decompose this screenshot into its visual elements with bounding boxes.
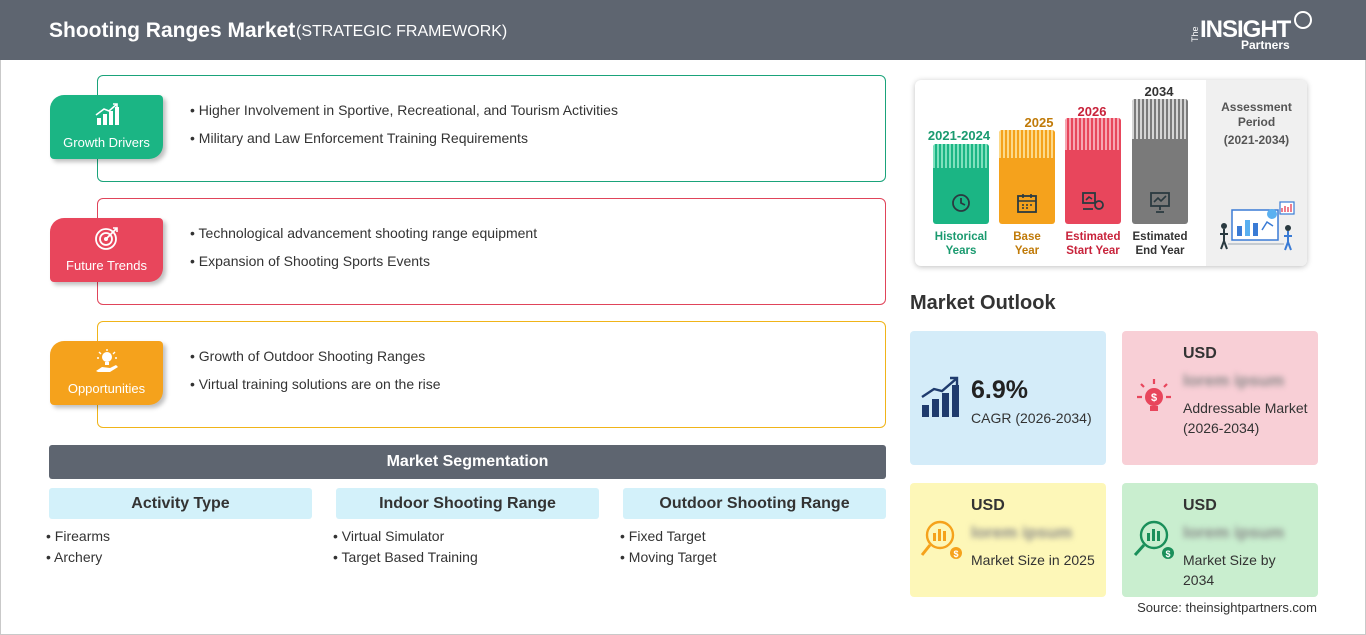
future-trends-card: Technological advancement shooting range…	[97, 198, 886, 305]
opportunities-label: Opportunities	[67, 381, 146, 396]
header-bar: Shooting Ranges Market (STRATEGIC FRAMEW…	[0, 0, 1366, 60]
magnifier-chart-icon: $	[920, 520, 962, 559]
timeline-bar-start	[1065, 118, 1121, 224]
segment-header: Outdoor Shooting Range	[623, 488, 886, 519]
market-size-2034-box: $ USD lorem ipsum Market Size by 2034	[1122, 483, 1318, 597]
list-item: Growth of Outdoor Shooting Ranges	[190, 342, 441, 370]
list-item: Fixed Target	[620, 526, 886, 547]
logo-ring-icon	[1294, 11, 1312, 29]
list-item: Moving Target	[620, 547, 886, 568]
timeline-bar-end	[1132, 99, 1188, 224]
list-item: Expansion of Shooting Sports Events	[190, 247, 537, 275]
timeline-year-start: 2026	[1077, 104, 1107, 119]
timeline-year-end: 2034	[1144, 84, 1174, 99]
assessment-range: (2021-2034)	[1223, 133, 1290, 147]
future-trends-list: Technological advancement shooting range…	[190, 219, 538, 275]
timeline-bar-historical	[933, 144, 989, 224]
timeline-bar-base	[999, 130, 1055, 224]
page-subtitle: (STRATEGIC FRAMEWORK)	[296, 23, 508, 40]
size-2034-label: Market Size by 2034	[1183, 552, 1276, 588]
addressable-label: Addressable Market (2026-2034)	[1183, 400, 1308, 436]
segment-header: Indoor Shooting Range	[336, 488, 599, 519]
addressable-currency: USD	[1183, 345, 1217, 362]
future-trends-tag: Future Trends	[50, 218, 163, 282]
future-trends-label: Future Trends	[66, 258, 147, 273]
growth-drivers-card: Higher Involvement in Sportive, Recreati…	[97, 75, 886, 182]
opportunities-card: Growth of Outdoor Shooting Ranges Virtua…	[97, 321, 886, 428]
addressable-value-redacted: lorem ipsum	[1183, 371, 1285, 390]
addressable-market-box: $ USD lorem ipsum Addressable Market (20…	[1122, 331, 1318, 465]
segment-outdoor-shooting-range: Outdoor Shooting Range Fixed Target Movi…	[623, 488, 886, 568]
logo-the: The	[1190, 26, 1200, 42]
list-item: Higher Involvement in Sportive, Recreati…	[190, 96, 618, 124]
list-item: Military and Law Enforcement Training Re…	[190, 124, 618, 152]
cagr-value: 6.9%	[971, 376, 1028, 404]
list-item: Technological advancement shooting range…	[190, 219, 538, 247]
idea-dollar-icon: $	[1137, 379, 1171, 411]
list-item: Virtual Simulator	[333, 526, 599, 547]
calendar-icon	[1017, 194, 1037, 213]
presentation-icon	[1150, 192, 1170, 213]
segment-list: Fixed Target Moving Target	[623, 526, 886, 568]
size-2034-currency: USD	[1183, 497, 1217, 514]
segment-activity-type: Activity Type Firearms Archery	[49, 488, 312, 568]
size-2025-label: Market Size in 2025	[971, 552, 1095, 568]
assessment-title: Assessment Period	[1221, 100, 1292, 129]
cagr-label: CAGR (2026-2034)	[971, 410, 1092, 426]
analytics-illustration-icon	[1220, 201, 1295, 251]
lightbulb-hand-icon	[96, 349, 118, 372]
segment-indoor-shooting-range: Indoor Shooting Range Virtual Simulator …	[336, 488, 599, 568]
cagr-box: 6.9% CAGR (2026-2034)	[910, 331, 1106, 465]
list-item: Virtual training solutions are on the ri…	[190, 370, 441, 398]
segment-list: Firearms Archery	[49, 526, 312, 568]
list-item: Target Based Training	[333, 547, 599, 568]
list-item: Firearms	[46, 526, 312, 547]
logo-partners: Partners	[1241, 38, 1290, 52]
timeline-year-base: 2025	[1024, 115, 1054, 130]
svg-text:$: $	[953, 549, 958, 559]
growth-bars-icon	[921, 376, 959, 417]
size-2034-value-redacted: lorem ipsum	[1183, 523, 1285, 542]
start-chart-icon	[1082, 192, 1104, 210]
timeline-year-historical: 2021-2024	[927, 128, 991, 143]
opportunities-list: Growth of Outdoor Shooting Ranges Virtua…	[190, 342, 441, 398]
svg-text:$: $	[1165, 549, 1170, 559]
opportunities-tag: Opportunities	[50, 341, 163, 405]
market-size-2025-box: $ USD lorem ipsum Market Size in 2025	[910, 483, 1106, 597]
segment-header: Activity Type	[49, 488, 312, 519]
svg-text:$: $	[1151, 392, 1157, 404]
list-item: Archery	[46, 547, 312, 568]
page-title: Shooting Ranges Market	[49, 19, 296, 42]
growth-drivers-list: Higher Involvement in Sportive, Recreati…	[190, 96, 618, 152]
growth-drivers-tag: Growth Drivers	[50, 95, 163, 159]
growth-drivers-label: Growth Drivers	[63, 135, 150, 150]
target-icon	[95, 227, 118, 250]
logo-insight: INSIGHT	[1200, 16, 1291, 43]
insight-partners-logo: The INSIGHT Partners	[1188, 10, 1318, 54]
market-outlook-title: Market Outlook	[910, 292, 1056, 314]
size-2025-value-redacted: lorem ipsum	[971, 523, 1073, 542]
segment-list: Virtual Simulator Target Based Training	[336, 526, 599, 568]
market-segmentation-title: Market Segmentation	[49, 445, 886, 479]
size-2025-currency: USD	[971, 497, 1005, 514]
source-link[interactable]: Source: theinsightpartners.com	[1137, 600, 1317, 615]
assessment-period: Assessment Period (2021-2034)	[1206, 80, 1307, 266]
magnifier-chart-icon: $	[1133, 520, 1174, 559]
bar-chart-growth-icon	[95, 103, 119, 125]
history-icon	[952, 194, 970, 212]
